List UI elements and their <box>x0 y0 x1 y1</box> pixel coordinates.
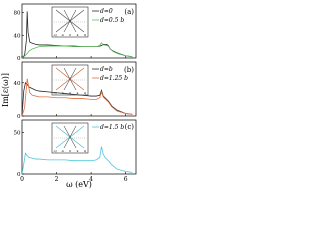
y-tick-label: 40 <box>14 81 21 87</box>
series-line-1 <box>21 78 133 117</box>
inset-k-label: -Q <box>53 33 57 37</box>
y-tick-label: 0 <box>17 114 21 120</box>
panel-label: (c) <box>125 123 135 131</box>
y-tick-label: 80 <box>14 11 21 17</box>
inset-k-label: 0 <box>69 91 71 95</box>
y-tick-label: 40 <box>14 33 21 39</box>
y-tick-label: 50 <box>14 131 21 137</box>
band-line <box>63 125 77 149</box>
x-axis: 0 2 4 6 <box>20 176 128 183</box>
band-line <box>63 9 77 33</box>
panel-label: (b) <box>124 66 134 74</box>
panel-2: 0 50 -Q -k 0 k Qd=1.5 b(c) <box>14 119 137 178</box>
inset-k-label: 0 <box>69 33 71 37</box>
x-tick-label: 6 <box>124 176 128 183</box>
series-line-0 <box>21 146 133 175</box>
series-line-1 <box>21 41 133 59</box>
inset-k-label: Q <box>84 149 87 153</box>
inset-k-label: -k <box>61 33 64 37</box>
inset-k-label: Q <box>84 33 87 37</box>
legend-entry: d=1.25 b <box>100 75 128 82</box>
panel-0: 0 40 80 -Q -k 0 k Qd=0 d=0.5 b(a) <box>14 3 137 62</box>
inset-k-label: k <box>77 149 79 153</box>
inset-band-diagram: -Q -k 0 k Q <box>51 6 89 38</box>
legend-entry: d=b <box>100 66 113 73</box>
plot-frame <box>21 119 137 175</box>
legend-entry: d=0.5 b <box>100 17 124 24</box>
legend-entry: d=0 <box>100 8 113 15</box>
x-axis-label: ω (eV) <box>66 180 92 189</box>
plot-frame <box>21 61 137 117</box>
legend-entry: d=1.5 b <box>100 124 124 131</box>
inset-k-label: k <box>77 33 79 37</box>
inset-k-label: Q <box>84 91 87 95</box>
x-tick-label: 4 <box>89 176 93 183</box>
inset-k-label: -Q <box>53 149 57 153</box>
x-tick-label: 0 <box>20 176 24 183</box>
inset-k-label: 0 <box>69 149 71 153</box>
panel-label: (a) <box>124 8 134 16</box>
plot-frame <box>21 3 137 59</box>
inset-k-label: -k <box>61 149 64 153</box>
y-axis-label: Im[ε(ω)] <box>1 73 10 107</box>
y-tick-label: 0 <box>17 56 21 62</box>
inset-k-label: k <box>77 91 79 95</box>
x-tick-label: 2 <box>55 176 59 183</box>
inset-band-diagram: -Q -k 0 k Q <box>51 122 89 154</box>
y-tick-label: 0 <box>17 172 21 178</box>
band-line <box>63 67 77 91</box>
